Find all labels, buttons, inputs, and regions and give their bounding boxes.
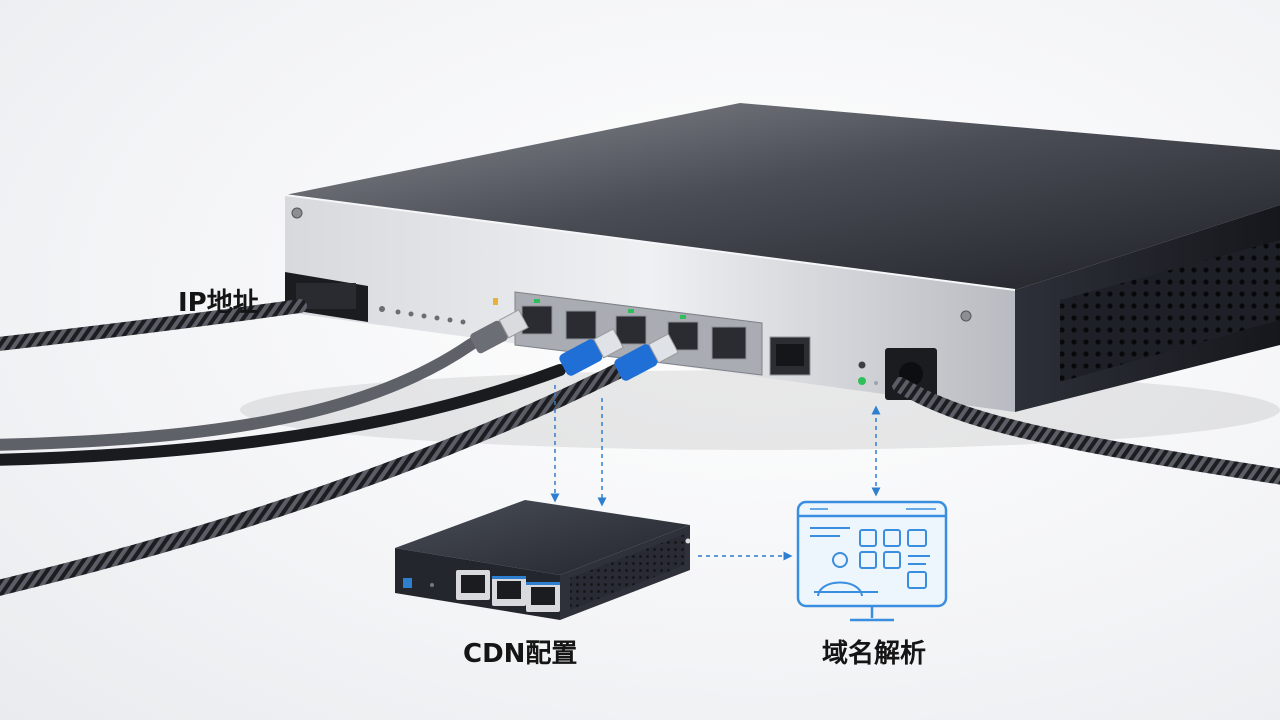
label-ip-address: IP地址 [178, 288, 259, 318]
label-dns-resolution: 域名解析 [822, 639, 927, 669]
label-cdn-config: CDN配置 [463, 639, 578, 669]
dashboard-monitor-icon [796, 500, 948, 622]
network-cables [0, 299, 1280, 596]
router-device [284, 103, 1280, 412]
mini-switch-icon [395, 500, 691, 620]
flow-arrows [550, 385, 881, 561]
